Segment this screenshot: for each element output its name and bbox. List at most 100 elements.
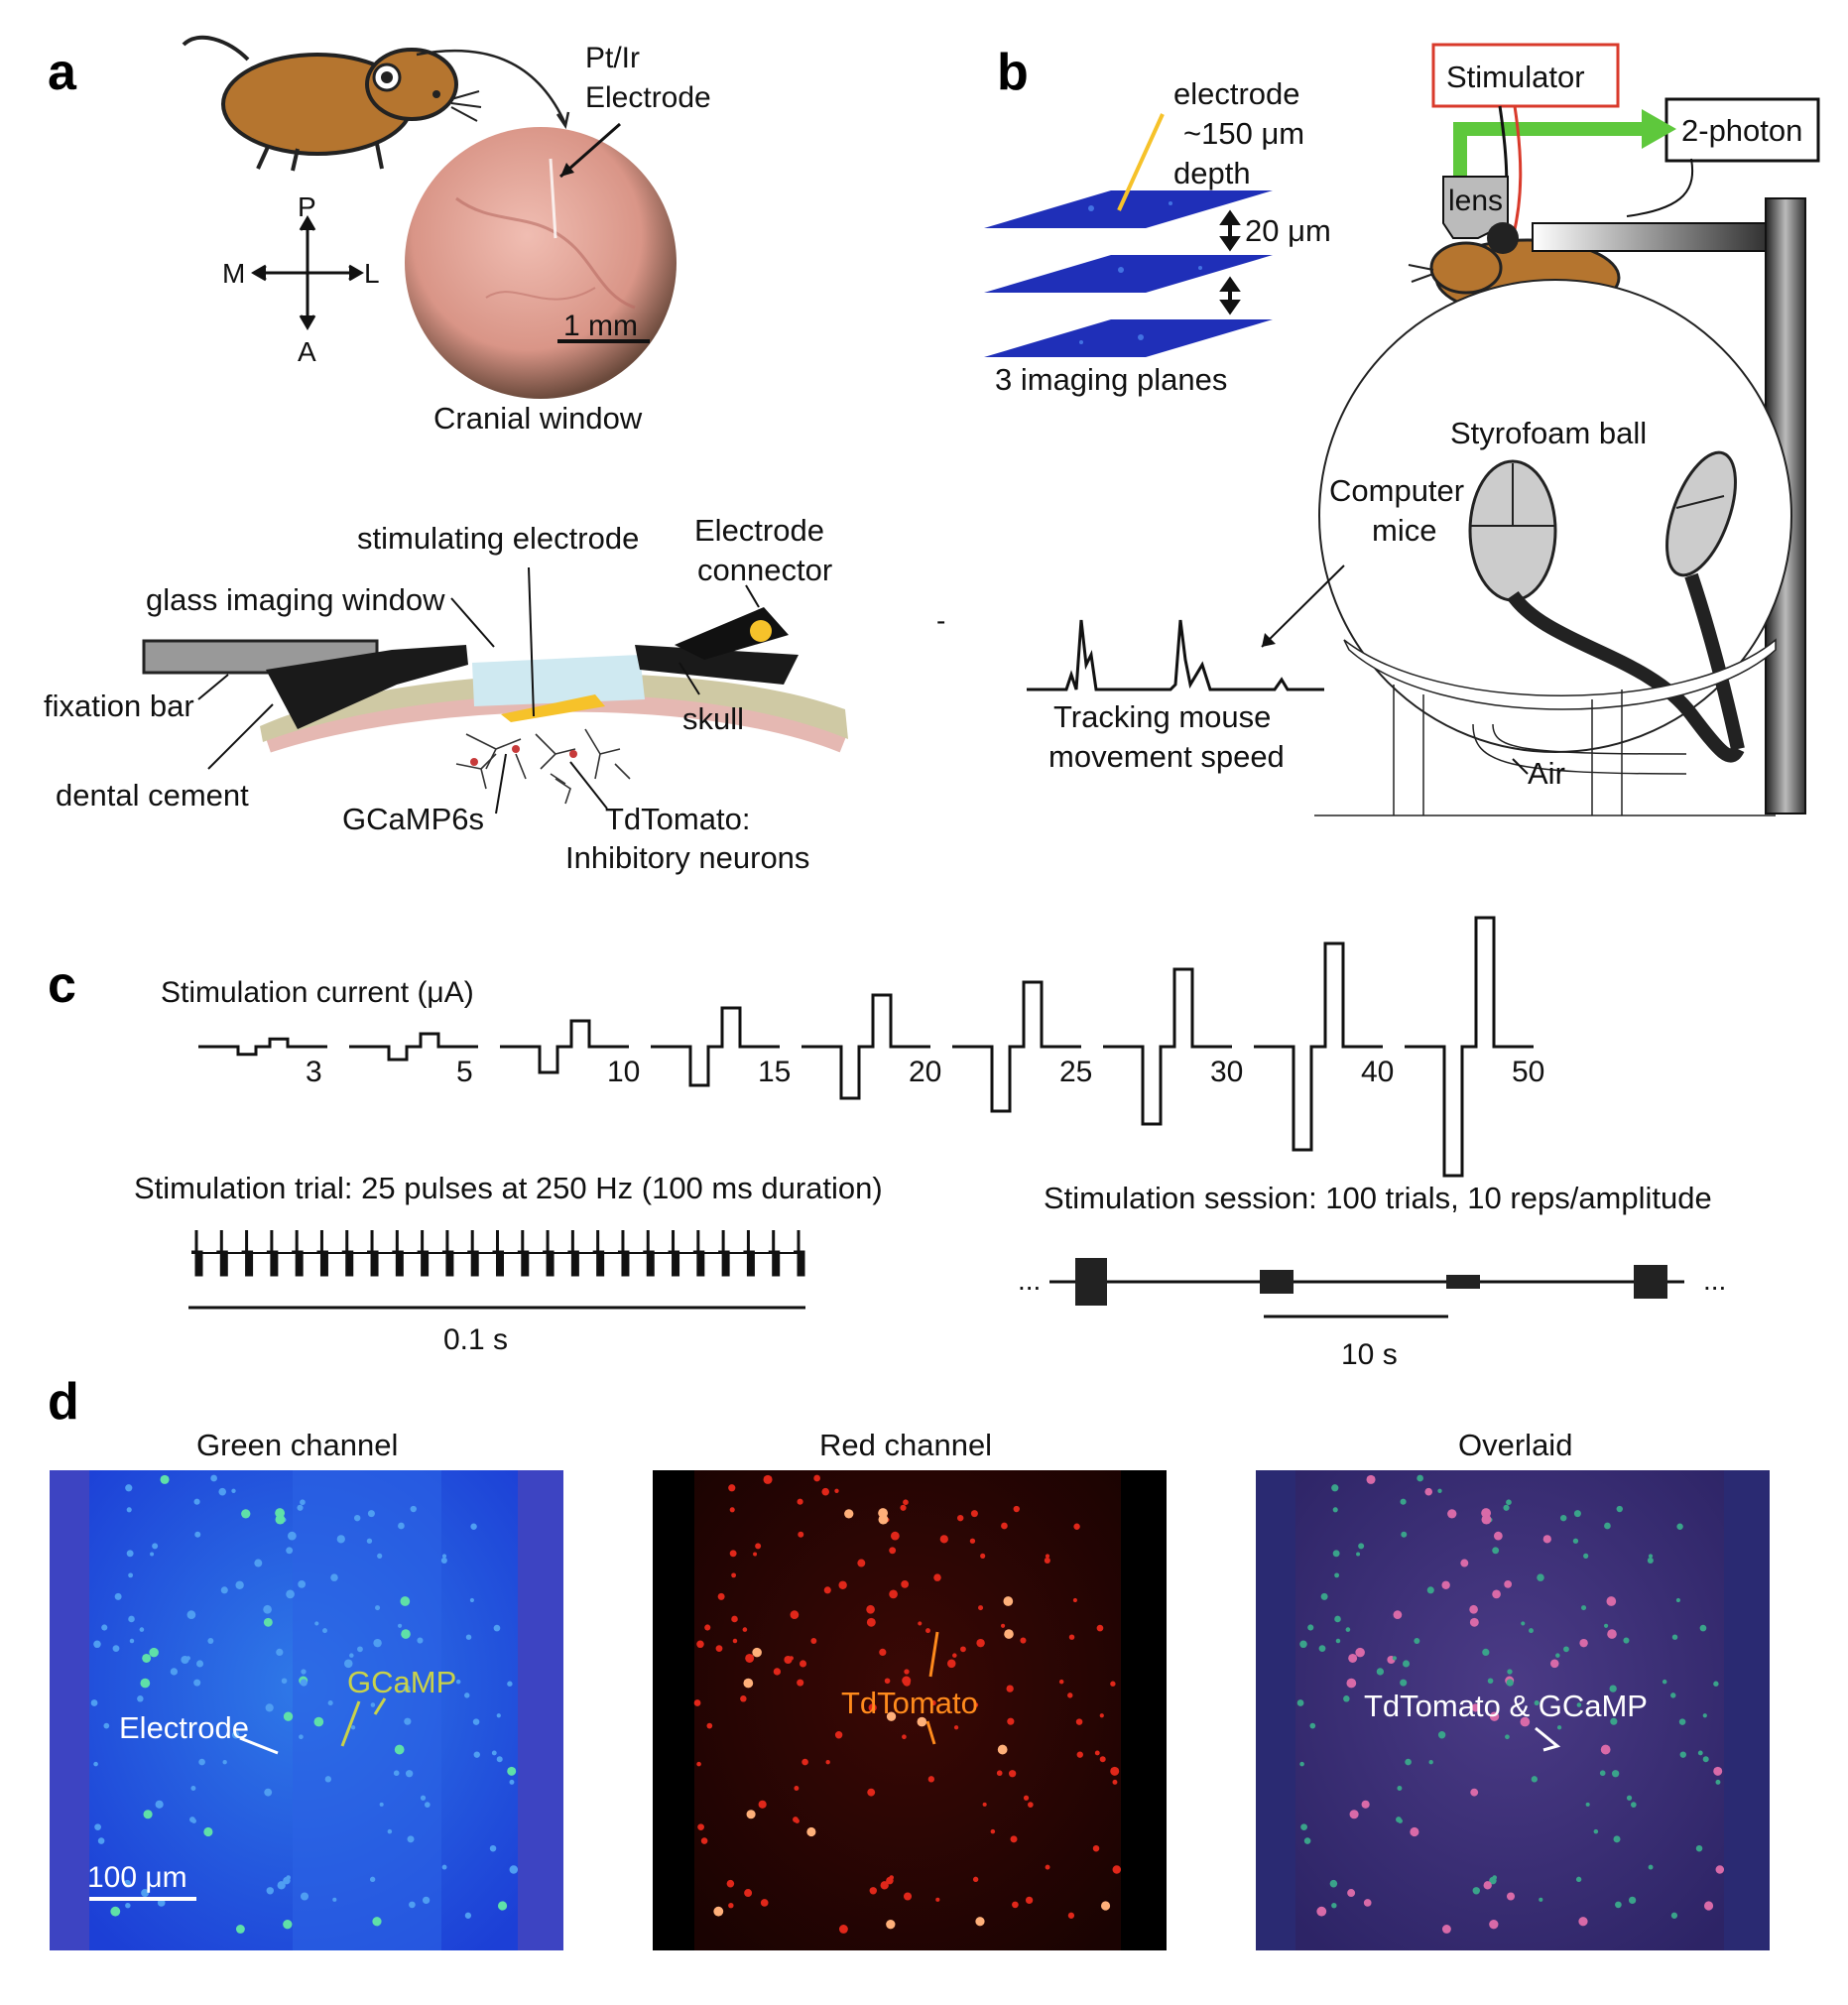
cell <box>465 1634 472 1640</box>
waveform-10 <box>500 1019 629 1074</box>
ellipsis-left: ... <box>1018 1265 1041 1296</box>
cell <box>1320 1592 1328 1600</box>
cell <box>960 1646 966 1653</box>
cell <box>900 1504 907 1511</box>
panel-d: d Green channel Red channel Overlaid Ele… <box>48 1373 1770 1950</box>
cell <box>696 1761 701 1767</box>
cell <box>1630 1802 1637 1808</box>
cell <box>1068 1634 1075 1640</box>
cell <box>1072 1597 1077 1603</box>
trial-scale-label: 0.1 s <box>443 1323 508 1356</box>
panel-letter-a: a <box>48 44 77 101</box>
cell <box>1559 1514 1567 1522</box>
cell <box>1075 1718 1083 1725</box>
two-photon-label: 2-photon <box>1681 113 1802 148</box>
air-label: Air <box>1528 756 1565 791</box>
cell <box>1331 1902 1337 1909</box>
cranial-window-image <box>405 127 677 399</box>
cell <box>405 1770 414 1778</box>
cell <box>210 1474 217 1482</box>
cell <box>1112 1865 1122 1874</box>
cell <box>222 1760 227 1765</box>
cell <box>440 1557 447 1564</box>
amplitude-label-20: 20 <box>909 1056 941 1088</box>
waveform-40 <box>1254 941 1383 1152</box>
cell <box>1578 1917 1588 1927</box>
cell <box>813 1474 820 1482</box>
tracking-arrow <box>1261 564 1345 648</box>
cell <box>773 1668 782 1676</box>
b-electrode-line3: depth <box>1173 156 1251 190</box>
compass-m: M <box>222 258 245 289</box>
plane-spacing-label: 20 μm <box>1245 213 1331 248</box>
cell <box>1073 1523 1080 1530</box>
cell <box>1679 1751 1686 1758</box>
cell <box>218 1487 227 1496</box>
stimulator-label: Stimulator <box>1446 60 1585 94</box>
cell <box>353 1514 361 1522</box>
cell <box>103 1722 110 1729</box>
cell <box>866 1604 875 1614</box>
cell <box>1575 1876 1582 1883</box>
cell <box>493 1624 501 1632</box>
cell <box>1715 1779 1721 1785</box>
cell <box>1437 1731 1446 1739</box>
cell <box>189 1817 195 1822</box>
cell <box>1593 1828 1599 1834</box>
cell <box>1318 1645 1326 1652</box>
cell <box>868 1703 877 1712</box>
session-timeline <box>1049 1258 1684 1306</box>
cell <box>254 1559 263 1567</box>
cell <box>933 1573 941 1581</box>
cell <box>489 1844 497 1852</box>
cell <box>1555 1653 1560 1658</box>
cell <box>1715 1865 1725 1874</box>
cell <box>990 1828 996 1834</box>
cell <box>732 1638 738 1644</box>
cell <box>1539 1897 1543 1902</box>
cell <box>507 1681 513 1687</box>
cell <box>1469 1604 1478 1614</box>
cell <box>497 1901 508 1911</box>
waveform-5 <box>349 1032 478 1062</box>
cell <box>287 1531 297 1541</box>
session-block-3 <box>1446 1275 1480 1289</box>
cell <box>1600 1744 1611 1755</box>
cell <box>1675 1597 1680 1603</box>
cell <box>1099 1713 1104 1718</box>
cell <box>193 1679 201 1687</box>
cell <box>889 1875 895 1880</box>
cell <box>1332 1507 1338 1513</box>
cell <box>806 1826 816 1837</box>
cell <box>332 1897 337 1902</box>
cell <box>417 1637 424 1644</box>
cell <box>372 1917 382 1927</box>
cell <box>1400 1498 1407 1505</box>
mouse-illustration <box>182 35 482 172</box>
cell <box>696 1640 704 1649</box>
cell <box>889 1589 898 1599</box>
cell <box>286 1589 295 1599</box>
cell <box>1460 1559 1469 1567</box>
cell <box>884 1678 891 1685</box>
cell <box>149 1647 159 1658</box>
cell <box>844 1509 854 1519</box>
cell <box>1702 1756 1709 1763</box>
cell <box>1493 1531 1503 1541</box>
stimulation-current-title: Stimulation current (μA) <box>161 976 474 1009</box>
compass-l: L <box>364 258 380 289</box>
cell <box>298 1580 307 1588</box>
label-gcamp6s: GCaMP6s <box>342 802 484 836</box>
cell <box>128 1615 135 1623</box>
amplitude-label-15: 15 <box>758 1056 791 1088</box>
cell <box>1447 1509 1457 1519</box>
label-dental-cement: dental cement <box>56 778 249 813</box>
cell <box>403 1685 411 1692</box>
cell <box>1506 1679 1514 1687</box>
cell <box>1348 1653 1358 1663</box>
cell <box>404 1717 412 1725</box>
cell <box>1481 1508 1492 1519</box>
cell <box>1678 1718 1686 1725</box>
cell <box>464 1692 470 1698</box>
cell <box>283 1711 294 1721</box>
